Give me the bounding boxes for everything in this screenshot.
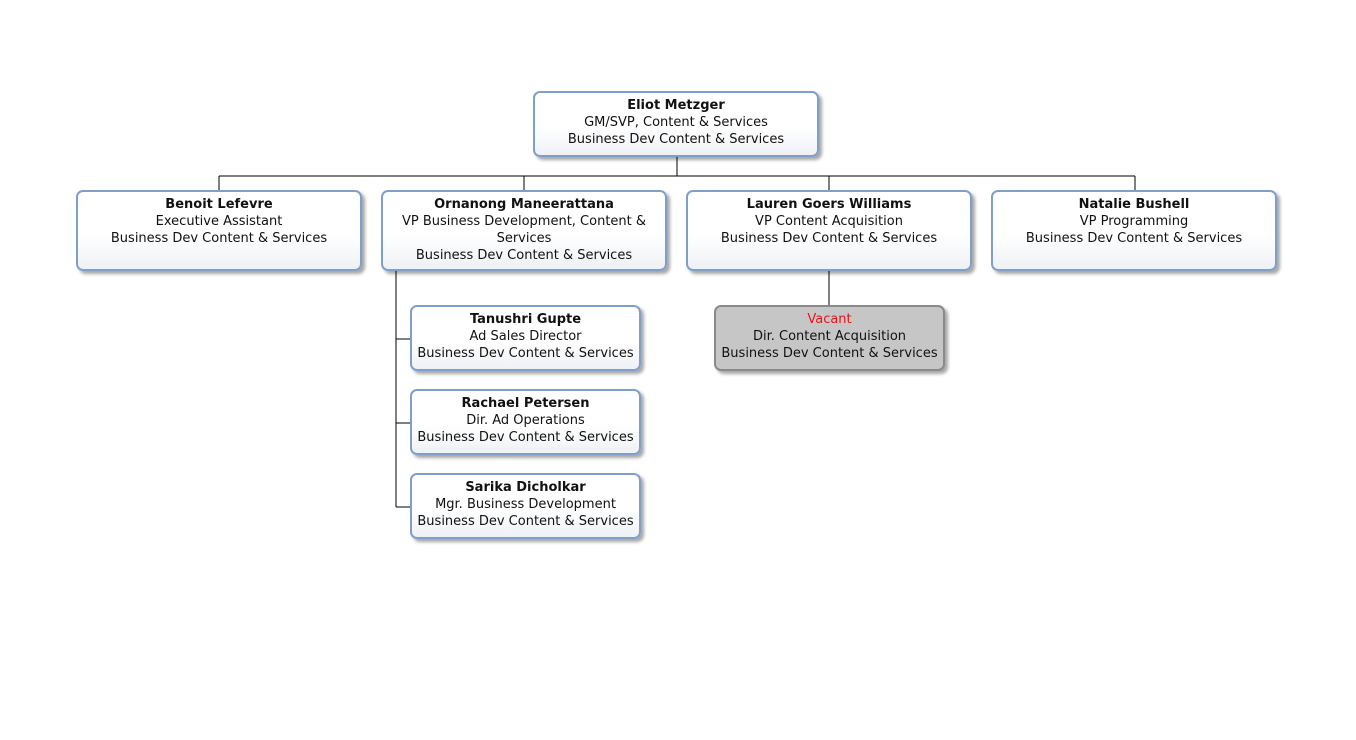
- org-node-vacant[interactable]: Vacant Dir. Content Acquisition Business…: [714, 305, 945, 371]
- node-department: Business Dev Content & Services: [720, 231, 938, 246]
- node-name: Eliot Metzger: [627, 98, 725, 113]
- node-name: Ornanong Maneerattana: [434, 197, 614, 212]
- node-name: Natalie Bushell: [1078, 197, 1190, 212]
- org-node-ornanong-maneerattana[interactable]: Ornanong Maneerattana VP Business Develo…: [381, 190, 667, 271]
- node-name: Rachael Petersen: [461, 396, 590, 411]
- org-node-natalie-bushell[interactable]: Natalie Bushell VP Programming Business …: [991, 190, 1277, 271]
- node-department: Business Dev Content & Services: [721, 346, 938, 361]
- org-node-sarika-dicholkar[interactable]: Sarika Dicholkar Mgr. Business Developme…: [410, 473, 641, 539]
- node-title: Dir. Content Acquisition: [752, 329, 907, 344]
- org-node-tanushri-gupte[interactable]: Tanushri Gupte Ad Sales Director Busines…: [410, 305, 641, 371]
- org-node-rachael-petersen[interactable]: Rachael Petersen Dir. Ad Operations Busi…: [410, 389, 641, 455]
- node-title-line-1: VP Business Development, Content &: [401, 214, 647, 229]
- org-node-benoit-lefevre[interactable]: Benoit Lefevre Executive Assistant Busin…: [76, 190, 362, 271]
- node-department: Business Dev Content & Services: [1025, 231, 1243, 246]
- node-title: VP Programming: [1079, 214, 1189, 229]
- node-title: Ad Sales Director: [469, 329, 582, 344]
- node-department: Business Dev Content & Services: [417, 346, 634, 361]
- node-title: GM/SVP, Content & Services: [584, 115, 768, 130]
- node-name: Sarika Dicholkar: [465, 480, 586, 495]
- node-department: Business Dev Content & Services: [567, 132, 785, 147]
- node-name: Vacant: [807, 312, 852, 327]
- node-title: Mgr. Business Development: [435, 497, 616, 512]
- node-department: Business Dev Content & Services: [415, 248, 633, 263]
- node-name: Benoit Lefevre: [165, 197, 273, 212]
- node-department: Business Dev Content & Services: [110, 231, 328, 246]
- node-title-line-2: Services: [496, 231, 552, 246]
- node-title: Executive Assistant: [155, 214, 283, 229]
- org-node-eliot-metzger[interactable]: Eliot Metzger GM/SVP, Content & Services…: [533, 91, 819, 157]
- node-title: Dir. Ad Operations: [466, 413, 585, 428]
- org-node-lauren-goers-williams[interactable]: Lauren Goers Williams VP Content Acquisi…: [686, 190, 972, 271]
- node-department: Business Dev Content & Services: [417, 514, 634, 529]
- node-title: VP Content Acquisition: [755, 214, 903, 229]
- node-department: Business Dev Content & Services: [417, 430, 634, 445]
- node-name: Lauren Goers Williams: [746, 197, 912, 212]
- node-name: Tanushri Gupte: [469, 312, 582, 327]
